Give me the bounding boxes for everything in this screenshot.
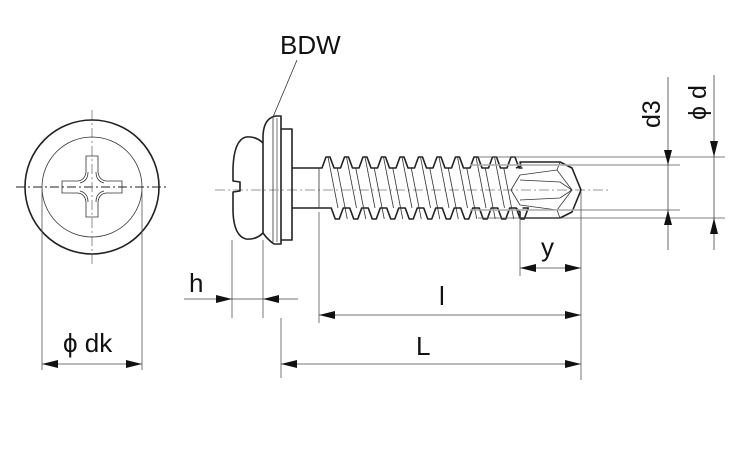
head-end-view: ϕ dk bbox=[16, 110, 166, 370]
thread-section bbox=[318, 156, 530, 220]
thread-helix-line bbox=[410, 167, 422, 220]
d-label: ϕ d bbox=[684, 85, 712, 120]
pan-head bbox=[232, 136, 264, 240]
thread-profile-bottom bbox=[319, 207, 530, 220]
thread-helix-line bbox=[420, 156, 431, 209]
l-arrow-left bbox=[319, 311, 335, 319]
thread-helix-line bbox=[327, 156, 339, 209]
L-arrow-right bbox=[565, 360, 581, 368]
d3-arrow-bottom bbox=[664, 210, 672, 225]
d-arrow-bottom bbox=[710, 218, 718, 234]
d-arrow-top bbox=[710, 141, 718, 157]
y-label: y bbox=[541, 232, 554, 262]
l-arrow-right bbox=[565, 311, 581, 319]
thread-helix-line bbox=[373, 167, 385, 220]
bonded-washer bbox=[281, 128, 293, 241]
unthreaded-shank bbox=[292, 167, 319, 209]
y-arrow-right bbox=[565, 264, 581, 272]
L-arrow-left bbox=[281, 360, 297, 368]
thread-helix-line bbox=[383, 156, 394, 209]
bdw-leader-line bbox=[272, 59, 298, 118]
thread-helix-line bbox=[401, 156, 413, 209]
head-outer-circle bbox=[24, 119, 160, 255]
head-inner-circle bbox=[41, 136, 143, 238]
thread-helix-line bbox=[355, 167, 367, 220]
drill-flute-upper bbox=[519, 161, 573, 191]
head-flange bbox=[262, 115, 282, 245]
thread-helix-line bbox=[346, 156, 357, 209]
dk-label: ϕ dk bbox=[63, 328, 113, 358]
d3-arrow-top bbox=[664, 150, 672, 165]
h-arrow-right bbox=[263, 295, 279, 303]
L-label: L bbox=[416, 331, 430, 361]
h-arrow-left bbox=[216, 295, 232, 303]
thread-helix-line bbox=[457, 156, 468, 209]
h-label: h bbox=[189, 268, 203, 298]
phillips-cross-recess-icon bbox=[61, 155, 123, 218]
drill-flute-lower bbox=[519, 189, 573, 219]
bdw-label: BDW bbox=[280, 30, 341, 60]
thread-helix-line bbox=[364, 156, 376, 209]
dk-arrow-right bbox=[126, 360, 142, 368]
thread-helix-line bbox=[392, 167, 404, 220]
d3-label: d3 bbox=[638, 100, 666, 128]
y-arrow-left bbox=[520, 264, 536, 272]
l-label: l bbox=[439, 281, 445, 311]
side-view: d3 ϕ d BDW h y l L bbox=[184, 30, 725, 380]
thread-helix-line bbox=[447, 167, 459, 220]
drill-flute-center bbox=[510, 174, 573, 206]
recess-inner-contour bbox=[79, 171, 105, 203]
thread-helix-line bbox=[429, 167, 441, 220]
thread-helix-line bbox=[438, 156, 450, 209]
thread-helix-line bbox=[336, 167, 348, 220]
dk-arrow-left bbox=[42, 360, 58, 368]
drill-point-outline bbox=[515, 161, 582, 219]
